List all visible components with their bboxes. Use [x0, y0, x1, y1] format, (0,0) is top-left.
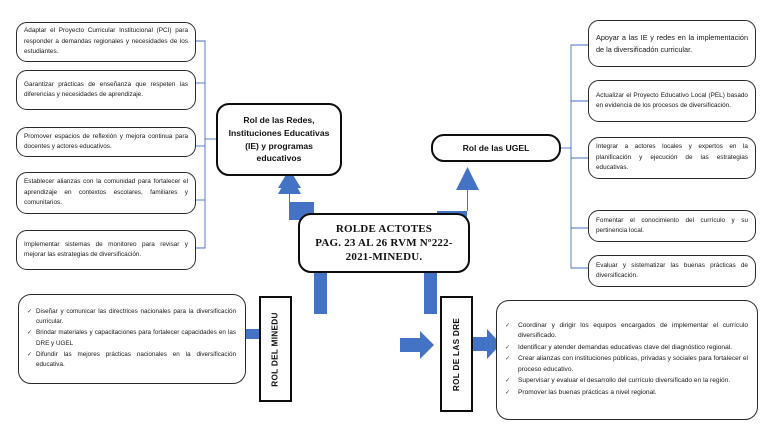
arrow-stub-dre-left	[400, 331, 434, 359]
node-ugel[interactable]: Rol de las UGEL	[431, 134, 561, 162]
node-dre[interactable]: ROL DE LAS DRE	[440, 296, 473, 412]
dre-checklist: ✓ Coordinar y dirigir los equipos encarg…	[496, 300, 758, 420]
left-branch-item-1: Adaptar el Proyecto Curricular Instituci…	[16, 22, 196, 62]
right-branch-item-1-text: Apoyar a las IE y redes en la implementa…	[596, 32, 748, 54]
arrow-center-to-redes	[278, 169, 314, 220]
dre-checklist-item-5-text: Promover las buenas prácticas a nivel re…	[518, 388, 657, 396]
left-branch-item-1-text: Adaptar el Proyecto Curricular Instituci…	[24, 27, 188, 56]
node-ugel-label: Rol de las UGEL	[462, 142, 530, 153]
minedu-checklist-item-1-text: Diseñar y comunicar las directrices naci…	[36, 308, 236, 326]
minedu-checklist-item: ✓ Diseñar y comunicar las directrices na…	[27, 307, 236, 327]
left-branch-item-5-text: Implementar sistemas de monitoreo para r…	[24, 240, 188, 258]
left-branch-item-2: Garantizar prácticas de enseñanza que re…	[16, 70, 196, 110]
node-center[interactable]: ROLDE ACTOTES PAG. 23 AL 26 RVM Nº222- 2…	[298, 213, 470, 273]
dre-checklist-item: ✓ Coordinar y dirigir los equipos encarg…	[505, 321, 748, 342]
check-icon: ✓	[27, 329, 33, 337]
arrow-dre-to-checklist	[466, 329, 501, 359]
dre-checklist-item-2-text: Identificar y atender demandas educativa…	[518, 343, 733, 351]
right-branch-item-2-text: Actualizar el Proyecto Educativo Local (…	[596, 91, 748, 109]
arrow-center-to-minedu	[314, 272, 327, 314]
minedu-checklist-item: ✓ Difundir las mejores prácticas naciona…	[27, 350, 236, 370]
minedu-checklist-item-2-text: Brindar materiales y capacitaciones para…	[36, 329, 236, 347]
right-branch-item-3: Integrar a actores locales y expertos en…	[588, 137, 756, 179]
dre-checklist-item-1-text: Coordinar y dirigir los equipos encargad…	[518, 322, 748, 340]
right-branch-item-1: Apoyar a las IE y redes en la implementa…	[588, 20, 756, 67]
left-branch-item-2-text: Garantizar prácticas de enseñanza que re…	[24, 80, 188, 98]
node-redes-ie[interactable]: Rol de las Redes, Instituciones Educativ…	[216, 103, 342, 176]
dre-checklist-item: ✓ Promover las buenas prácticas a nivel …	[505, 388, 748, 398]
check-icon: ✓	[505, 377, 511, 385]
dre-checklist-item: ✓ Crear alianzas con instituciones públi…	[505, 354, 748, 375]
check-icon: ✓	[505, 388, 511, 396]
arrow-stub-minedu-left	[240, 329, 260, 339]
node-minedu-label: ROL DEL MINEDU	[271, 311, 280, 387]
check-icon: ✓	[505, 355, 511, 363]
check-icon: ✓	[505, 343, 511, 351]
minedu-checklist-item: ✓ Brindar materiales y capacitaciones pa…	[27, 328, 236, 348]
check-icon: ✓	[27, 350, 33, 358]
right-branch-item-5-text: Evaluar y sistematizar las buenas prácti…	[596, 261, 748, 279]
right-branch-item-3-text: Integrar a actores locales y expertos en…	[596, 143, 748, 172]
dre-checklist-item: ✓ Identificar y atender demandas educati…	[505, 343, 748, 353]
node-redes-line1: Rol de las Redes,	[243, 114, 315, 125]
left-branch-item-3-text: Promover espacios de reflexión y mejora …	[24, 132, 188, 150]
node-center-line3: 2021-MINEDU.	[345, 251, 423, 264]
arrow-center-to-ugel	[437, 167, 479, 220]
check-icon: ✓	[27, 308, 33, 316]
node-center-line1: ROLDE ACTOTES	[335, 222, 433, 235]
left-branch-item-4-text: Establecer alianzas con la comunidad par…	[24, 178, 188, 207]
node-center-line2: PAG. 23 AL 26 RVM Nº222-	[315, 236, 453, 249]
right-branch-item-4: Fomentar el conocimiento del currículo y…	[588, 210, 756, 242]
left-branch-item-5: Implementar sistemas de monitoreo para r…	[16, 230, 196, 270]
check-icon: ✓	[505, 322, 511, 330]
node-redes-line3: (IE) y programas	[245, 140, 313, 151]
node-redes-line2: Instituciones Educativas	[228, 127, 330, 138]
right-branch-item-2: Actualizar el Proyecto Educativo Local (…	[588, 80, 756, 122]
node-redes-line4: educativos	[256, 153, 302, 164]
minedu-checklist: ✓ Diseñar y comunicar las directrices na…	[18, 294, 246, 384]
dre-checklist-item: ✓ Supervisar y evaluar el desarrollo del…	[505, 376, 748, 386]
node-dre-label: ROL DE LAS DRE	[452, 317, 462, 391]
node-minedu[interactable]: ROL DEL MINEDU	[259, 296, 292, 402]
right-branch-item-5: Evaluar y sistematizar las buenas prácti…	[588, 255, 756, 287]
left-branch-item-3: Promover espacios de reflexión y mejora …	[16, 127, 196, 157]
left-branch-item-4: Establecer alianzas con la comunidad par…	[16, 172, 196, 214]
minedu-checklist-item-3-text: Difundir las mejores prácticas nacionale…	[36, 350, 236, 368]
right-branch-item-4-text: Fomentar el conocimiento del currículo y…	[596, 216, 748, 234]
dre-checklist-item-3-text: Crear alianzas con instituciones pública…	[518, 355, 748, 373]
arrow-center-to-dre	[424, 272, 437, 314]
dre-checklist-item-4-text: Supervisar y evaluar el desarrollo del c…	[518, 377, 731, 385]
